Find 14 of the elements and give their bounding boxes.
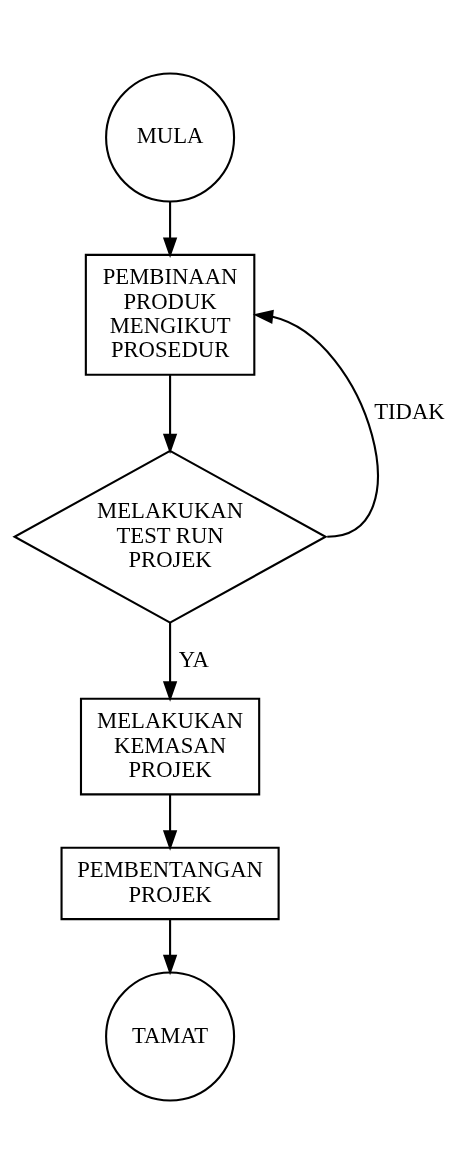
edge-label: TIDAK (374, 398, 445, 424)
arrow (162, 622, 178, 702)
edge-label: YA (178, 646, 208, 672)
node-circle: TAMAT (105, 971, 236, 1102)
node-box: PEMBINAAN PRODUK MENGIKUT PROSEDUR (84, 253, 256, 376)
node-circle: MULA (105, 71, 236, 202)
arrow (252, 309, 379, 538)
arrow (162, 919, 178, 975)
node-diamond: MELAKUKAN TEST RUN PROJEK (12, 449, 328, 624)
node-box: PEMBENTANGAN PROJEK (60, 846, 280, 920)
arrow (162, 794, 178, 851)
arrow (162, 200, 178, 258)
node-box: MELAKUKAN KEMASAN PROJEK (79, 697, 261, 795)
arrow (162, 374, 178, 454)
